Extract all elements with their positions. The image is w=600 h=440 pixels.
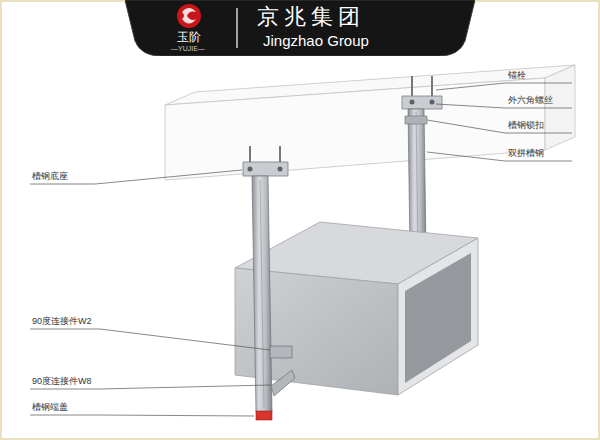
- part-label: 外六角螺丝: [508, 95, 553, 106]
- company-name: 京兆集团: [257, 5, 365, 29]
- header-band-shape: [125, 0, 475, 56]
- logo-swirl: [182, 8, 196, 24]
- ceiling-beam: [165, 65, 575, 180]
- part-label: 90度连接件W8: [32, 376, 92, 387]
- left-strut: [243, 146, 295, 420]
- header-band: 玉阶—YUJIE— 京兆集团 Jingzhao Group: [125, 0, 475, 56]
- header-divider: [236, 8, 237, 48]
- part-label: 锚栓: [508, 70, 526, 81]
- part-label: 槽钢端盖: [32, 402, 68, 413]
- part-label: 槽钢锁扣: [508, 120, 544, 131]
- logo-mark: [177, 4, 201, 28]
- right-strut: [402, 76, 442, 252]
- logo-name: 玉阶: [177, 31, 201, 44]
- logo-subtitle: —YUJIE—: [171, 45, 205, 53]
- part-label: 槽钢底座: [32, 171, 68, 182]
- leader-lines: [30, 83, 572, 416]
- part-label: 90度连接件W2: [32, 316, 92, 327]
- company-name-en: Jingzhao Group: [263, 33, 369, 50]
- part-label: 双拼槽钢: [508, 148, 544, 159]
